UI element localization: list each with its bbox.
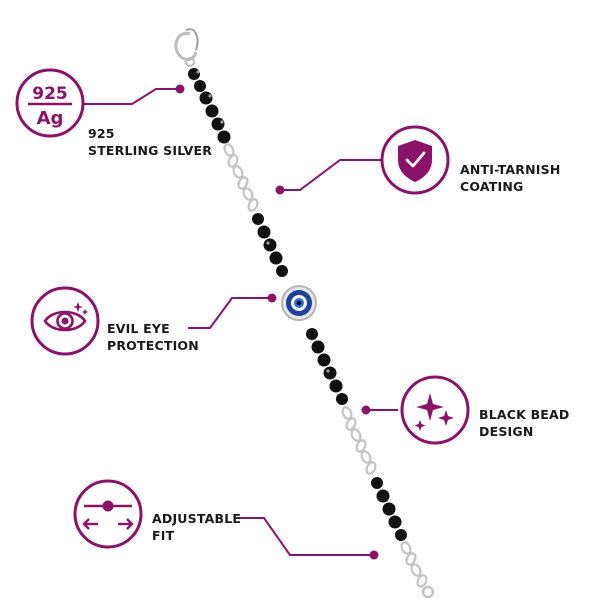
- evil-eye-charm: [281, 285, 317, 321]
- lobster-clasp: [174, 28, 199, 67]
- feature-label-line1: 925: [88, 126, 115, 141]
- feature-label-line1: ANTI-TARNISH: [460, 162, 561, 177]
- feature-label-sterling-silver: 925 STERLING SILVER: [88, 125, 212, 159]
- callout-lines: [84, 88, 398, 556]
- bracelet: [174, 28, 435, 599]
- feature-label-line2: STERLING SILVER: [88, 143, 213, 158]
- feature-label-line1: BLACK BEAD: [479, 407, 570, 422]
- sparkle-icon: [400, 375, 470, 445]
- feature-label-line2: FIT: [152, 528, 175, 543]
- feature-label-line1: ADJUSTABLE: [152, 511, 242, 526]
- bead-strand-lower: [306, 328, 348, 405]
- feature-label-line2: COATING: [460, 179, 524, 194]
- feature-label-adjustable: ADJUSTABLE FIT: [152, 510, 241, 544]
- feature-label-line2: PROTECTION: [107, 338, 199, 353]
- callout-line-evil-eye: [188, 297, 272, 329]
- callout-dots: [175, 84, 379, 560]
- chain-lower: [341, 406, 377, 475]
- bead-strand-end: [371, 477, 407, 541]
- extension-chain: [400, 541, 435, 599]
- feature-label-line1: EVIL EYE: [107, 321, 170, 336]
- callout-line-anti-tarnish: [280, 159, 382, 191]
- bead-strand-upper: [188, 68, 231, 144]
- silver-925-ag-badge: 925 Ag: [15, 68, 85, 138]
- bead-strand-middle: [252, 213, 288, 277]
- badge-925-text: 925: [32, 84, 68, 104]
- callout-line-silver: [84, 88, 180, 105]
- chain-upper: [223, 143, 259, 212]
- feature-label-evil-eye: EVIL EYE PROTECTION: [107, 320, 199, 354]
- feature-label-black-bead: BLACK BEAD DESIGN: [479, 406, 570, 440]
- feature-label-anti-tarnish: ANTI-TARNISH COATING: [460, 161, 561, 195]
- feature-label-line2: DESIGN: [479, 424, 534, 439]
- adjustable-slider-icon: [73, 479, 143, 549]
- callout-line-adjustable: [238, 517, 374, 556]
- eye-icon: [30, 286, 100, 356]
- shield-check-icon: [380, 125, 450, 195]
- badge-ag-text: Ag: [37, 108, 64, 129]
